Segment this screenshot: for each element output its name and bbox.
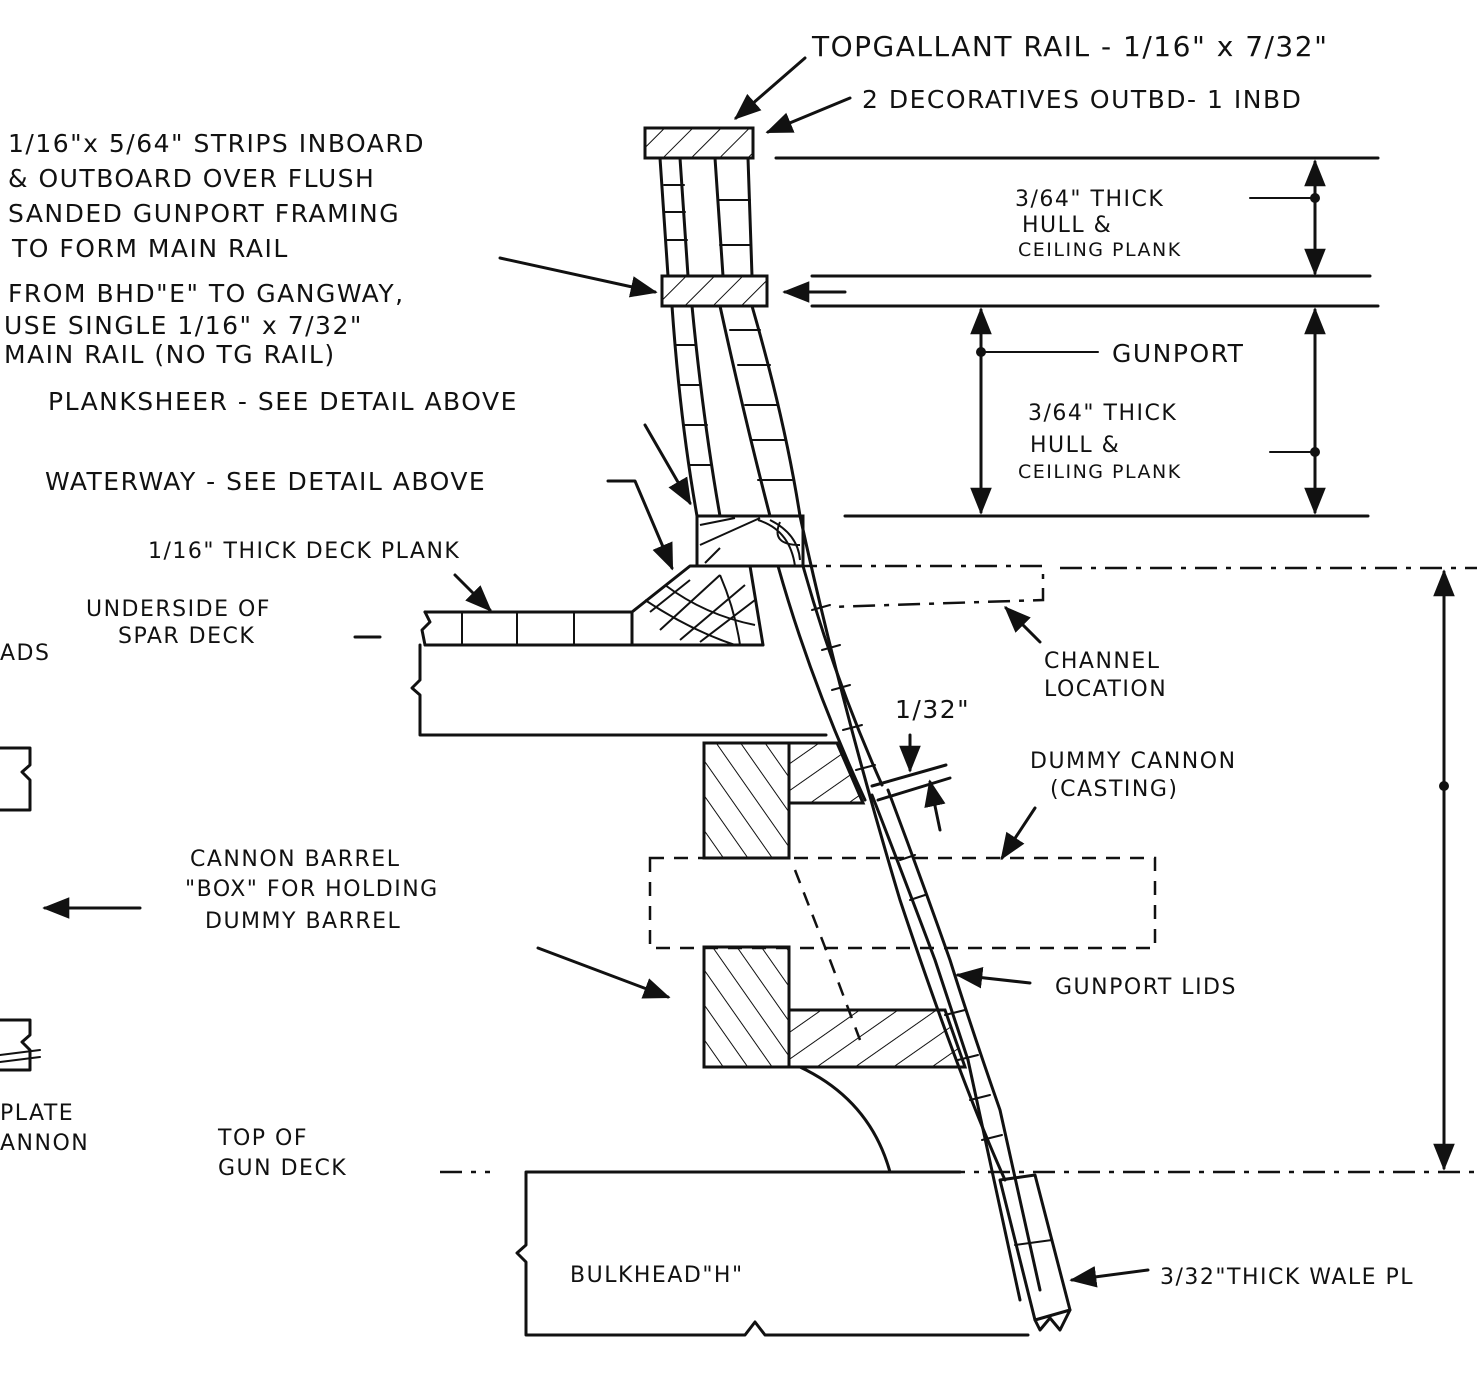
bulwark-lower-planking	[670, 304, 802, 518]
reference-lines	[774, 156, 1380, 518]
label-strips-3: SANDED GUNPORT FRAMING	[8, 199, 400, 228]
label-thick-upper-1: 3/64" THICK	[1015, 187, 1164, 212]
wale-plank-shape	[998, 1173, 1072, 1322]
dummy-cannon-casting	[648, 856, 1157, 950]
label-dummy-1: DUMMY CANNON	[1030, 749, 1237, 774]
lower-sill-lining	[787, 1008, 968, 1069]
leader-arrows	[42, 56, 1150, 1288]
label-barrel-1: CANNON BARREL	[190, 847, 400, 872]
label-plate-fragment: PLATE	[0, 1101, 74, 1126]
deck-plank-shape	[420, 610, 634, 647]
label-bulkhead: BULKHEAD"H"	[570, 1263, 744, 1288]
bulwark-upper-planking	[658, 156, 754, 278]
label-strips-1: 1/16"x 5/64" STRIPS INBOARD	[8, 129, 425, 158]
hull-shell-seams	[811, 604, 876, 771]
hull-structure	[410, 126, 1477, 1337]
label-bhd-2: USE SINGLE 1/16" x 7/32"	[4, 311, 363, 340]
label-strips-4: TO FORM MAIN RAIL	[11, 234, 289, 263]
channel-outline	[750, 564, 1045, 609]
label-gun-deck-1: TOP OF	[217, 1126, 308, 1151]
lower-sill-block	[702, 945, 791, 1069]
label-ads-fragment: ADS	[0, 641, 50, 666]
bulkhead-h-shape	[515, 1065, 1030, 1337]
dimension-lines	[870, 159, 1455, 1171]
bulwark-lower-seams	[675, 329, 793, 481]
spar-deck-beam	[410, 643, 828, 737]
gunport-lid-seams	[899, 854, 1003, 1141]
label-planksheer: PLANKSHEER - SEE DETAIL ABOVE	[48, 387, 518, 416]
label-bhd-1: FROM BHD"E" TO GANGWAY,	[8, 279, 405, 308]
bulwark-upper-seams	[663, 184, 752, 246]
label-thick-lower-2: HULL &	[1030, 433, 1120, 458]
label-spar-deck-1: UNDERSIDE OF	[86, 597, 271, 622]
label-cannon-fragment: ANNON	[0, 1131, 89, 1156]
hull-shell-outer	[798, 514, 1007, 1182]
label-wale: 3/32"THICK WALE PL	[1160, 1265, 1414, 1290]
label-gunport: GUNPORT	[1112, 339, 1244, 368]
label-channel-2: LOCATION	[1044, 677, 1167, 702]
topgallant-rail-shape	[643, 126, 755, 160]
label-barrel-2: "BOX" FOR HOLDING	[185, 877, 439, 902]
label-dummy-2: (CASTING)	[1050, 777, 1178, 802]
hull-shell-inner	[776, 564, 867, 802]
label-topgallant-rail: TOPGALLANT RAIL - 1/16" x 7/32"	[811, 30, 1328, 63]
upper-sill-lining	[787, 741, 866, 805]
label-barrel-3: DUMMY BARREL	[205, 909, 401, 934]
label-gap: 1/32"	[895, 695, 970, 724]
label-gun-deck-2: GUN DECK	[218, 1156, 347, 1181]
label-deck-plank: 1/16" THICK DECK PLANK	[148, 539, 460, 564]
label-thick-lower-3: CEILING PLANK	[1018, 461, 1182, 483]
upper-sill-block	[702, 741, 791, 860]
label-thick-lower-1: 3/64" THICK	[1028, 401, 1177, 426]
annotation-labels: TOPGALLANT RAIL - 1/16" x 7/32" 2 DECORA…	[0, 30, 1414, 1290]
label-thick-upper-3: CEILING PLANK	[1018, 239, 1182, 261]
label-decoratives: 2 DECORATIVES OUTBD- 1 INBD	[862, 85, 1302, 114]
label-thick-upper-2: HULL &	[1022, 213, 1112, 238]
label-gunport-lids: GUNPORT LIDS	[1055, 975, 1237, 1000]
label-bhd-3: MAIN RAIL (NO TG RAIL)	[4, 340, 336, 369]
label-waterway: WATERWAY - SEE DETAIL ABOVE	[45, 467, 486, 496]
label-channel-1: CHANNEL	[1044, 649, 1161, 674]
main-rail-shape	[660, 274, 769, 308]
label-strips-2: & OUTBOARD OVER FLUSH	[8, 164, 375, 193]
left-edge-fragments	[0, 746, 41, 1072]
label-spar-deck-2: SPAR DECK	[118, 624, 255, 649]
